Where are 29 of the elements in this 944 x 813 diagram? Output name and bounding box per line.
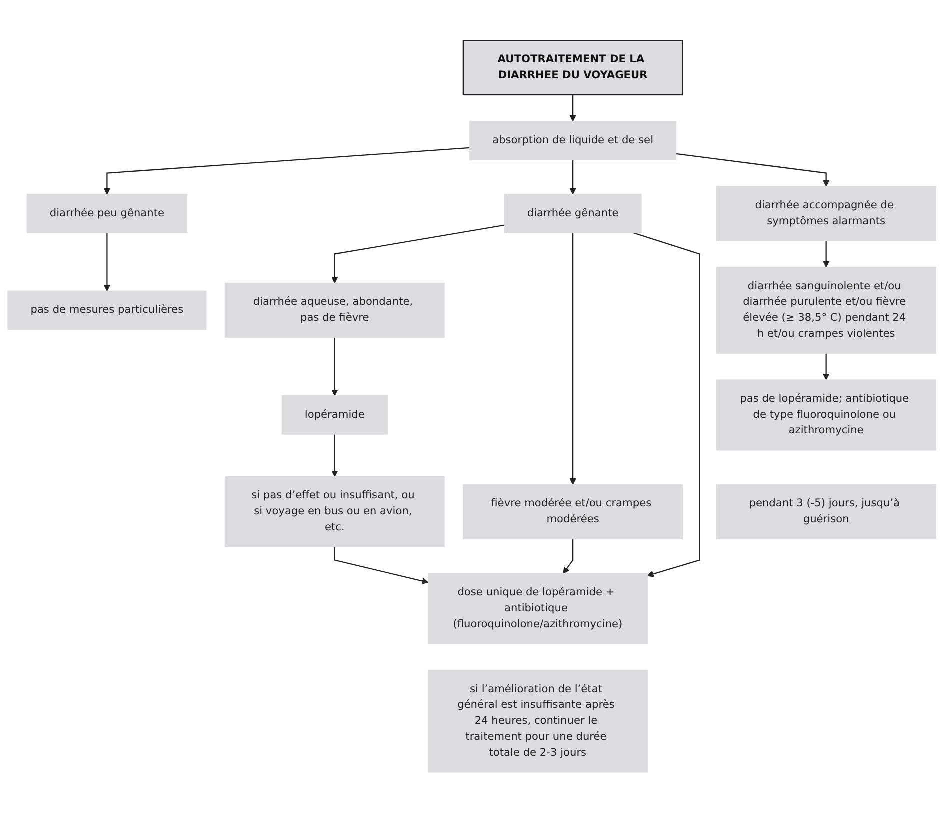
node-box: lopéramide: [282, 396, 388, 435]
arrow: [563, 539, 574, 574]
arrow: [823, 354, 830, 380]
node-box: AUTOTRAITEMENT DE LA DIARRHEE DU VOYAGEUR: [462, 40, 684, 96]
node-box: diarrhée gênante: [504, 194, 642, 234]
node-box: diarrhée accompagnée de symptômes alarmants: [716, 186, 936, 242]
node-box: fièvre modérée et/ou crampes modérées: [463, 484, 684, 540]
node-box: diarrhée peu gênante: [26, 194, 188, 234]
arrow: [104, 147, 470, 195]
arrow: [570, 233, 576, 486]
node-box: pas de mesures particulières: [8, 290, 207, 330]
node-box: dose unique de lopéramide + antibiotique (fluoroquinolone/azithromycine): [428, 573, 648, 644]
node-box: pendant 3 (-5) jours, jusqu’à guérison: [716, 484, 936, 540]
arrow: [334, 547, 429, 584]
arrow: [570, 160, 576, 195]
node-box: si l’amélioration de l’état général est insuffisante après 24 heures, continuer le traitement pour une durée totale de 2-3 jours: [428, 670, 648, 773]
arrow: [676, 153, 830, 187]
node-box: diarrhée sanguinolente et/ou diarrhée purulente et/ou fièvre élevée (≥ 38,5° C) pendant 24 h et/ou crampes violentes: [716, 267, 936, 354]
node-box: si pas d’effet ou insuffisant, ou si voyage en bus ou en avion, etc.: [224, 476, 445, 548]
arrow: [332, 338, 338, 396]
node-box: pas de lopéramide; antibiotique de type fluoroquinolone ou azithromycine: [716, 380, 936, 451]
node-box: absorption de liquide et de sel: [470, 121, 677, 160]
arrow: [570, 95, 576, 122]
arrow: [823, 240, 830, 268]
node-box: diarrhée aqueuse, abondante, pas de fièvre: [224, 282, 445, 338]
arrow: [332, 434, 338, 478]
arrow: [332, 224, 505, 284]
arrow: [104, 233, 111, 292]
arrow: [633, 232, 700, 578]
